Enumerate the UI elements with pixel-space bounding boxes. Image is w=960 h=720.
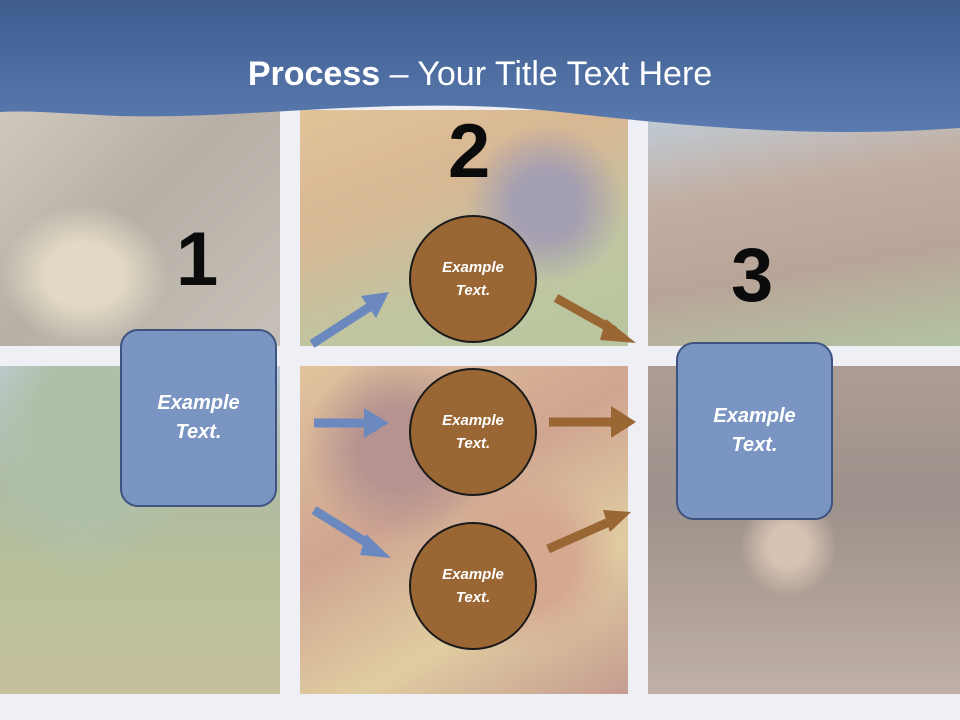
left-box-line-2: Text.: [175, 421, 222, 443]
slide-title: Process – Your Title Text Here: [0, 52, 960, 96]
photo-wine-glasses: [0, 110, 280, 346]
left-box-line-1: Example: [157, 392, 240, 414]
right-box-line-2: Text.: [731, 434, 778, 456]
photo-vineyard-rows: [648, 110, 960, 346]
right-box-line-1: Example: [713, 405, 796, 427]
circle-2-line-1: Example: [442, 412, 504, 429]
circle-1-line-2: Text.: [455, 282, 491, 299]
arrow-circle-1-to-right: [553, 294, 636, 343]
header-band: [0, 0, 960, 133]
arrow-circle-2-to-right: [549, 406, 636, 438]
arrow-circle-3-to-right: [546, 510, 631, 554]
circle-2-line-2: Text.: [455, 435, 491, 452]
circle-3-line-2: Text.: [455, 589, 491, 606]
arrow-left-to-circle-2: [314, 408, 389, 438]
step-number-3: 3: [731, 233, 774, 318]
title-rest: – Your Title Text Here: [380, 55, 713, 93]
arrow-left-to-circle-3: [311, 506, 391, 558]
circle-1-line-1: Example: [442, 259, 504, 276]
step-number-2: 2: [448, 109, 491, 194]
circle-3-line-1: Example: [442, 566, 504, 583]
arrow-left-to-circle-1: [309, 292, 389, 348]
title-bold: Process: [247, 55, 381, 93]
step-number-1: 1: [176, 217, 219, 302]
